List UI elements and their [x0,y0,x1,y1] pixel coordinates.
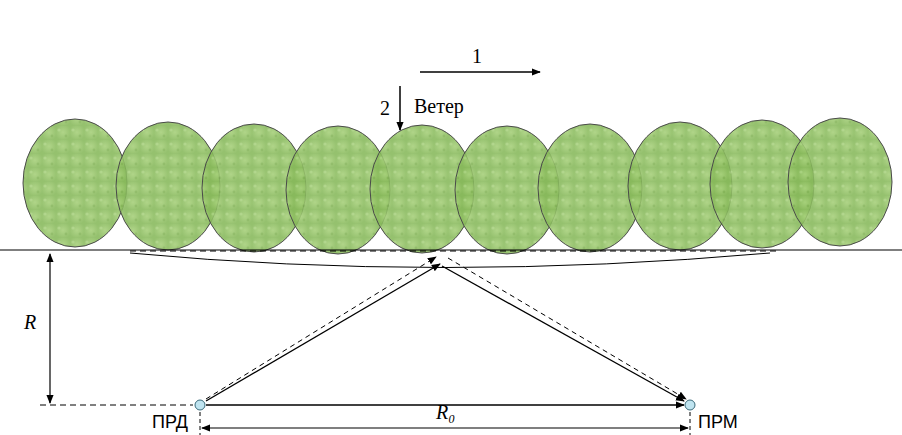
curved-boundary [130,253,770,268]
antenna-circle [194,399,206,411]
dashed-boundary [130,251,780,252]
dimension-line [49,254,50,403]
dimension-label: R₀ [436,402,455,422]
station-label: ПРМ [698,413,738,431]
dimension-label: R [24,312,36,332]
callout-number: 2 [380,98,390,118]
station-label: ПРД [152,413,188,431]
wind-label: Ветер [414,96,464,116]
forest-edge-line [0,249,902,250]
tree-crown [538,124,642,252]
extension-line [200,412,201,435]
dimension-line [202,427,688,428]
scattered-ray [448,258,686,399]
wind-arrow [399,86,401,130]
wind-arrow [420,71,540,73]
extension-line [40,405,193,406]
antenna-point: ПРМ [684,399,696,411]
reflected-ray [442,266,684,401]
antenna-circle [684,399,696,411]
scattered-ray [206,257,436,399]
tree-crown [788,118,892,246]
reflected-ray [206,264,440,401]
tree-crown [23,119,127,247]
antenna-point: ПРД [194,399,206,411]
tree-row [23,118,892,254]
extension-line [690,412,691,435]
callout-number: 1 [472,46,482,66]
